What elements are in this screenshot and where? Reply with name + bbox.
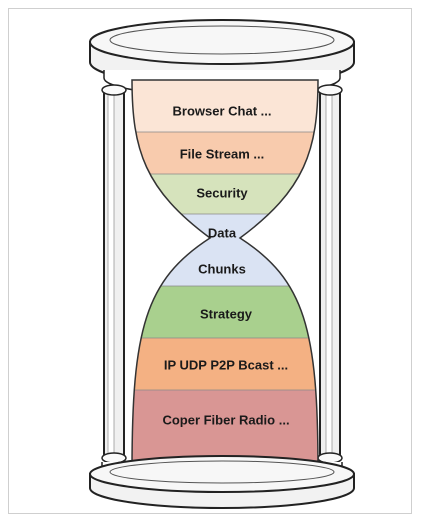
layer-file-stream	[132, 132, 318, 174]
left-post	[101, 84, 127, 464]
label-security: Security	[196, 185, 248, 200]
right-post	[317, 84, 343, 464]
label-coper-fiber-radio: Coper Fiber Radio ...	[162, 412, 289, 427]
layer-strategy	[132, 286, 318, 338]
bottom-cap	[89, 455, 355, 509]
label-browser-chat: Browser Chat ...	[173, 103, 272, 118]
label-ip-udp-p2p: IP UDP P2P Bcast ...	[164, 357, 288, 372]
label-chunks: Chunks	[198, 261, 246, 276]
layer-ip-udp	[132, 338, 318, 390]
layer-browser-chat	[132, 80, 318, 132]
label-strategy: Strategy	[200, 306, 253, 321]
label-file-stream: File Stream ...	[180, 146, 265, 161]
label-data: Data	[208, 225, 237, 240]
